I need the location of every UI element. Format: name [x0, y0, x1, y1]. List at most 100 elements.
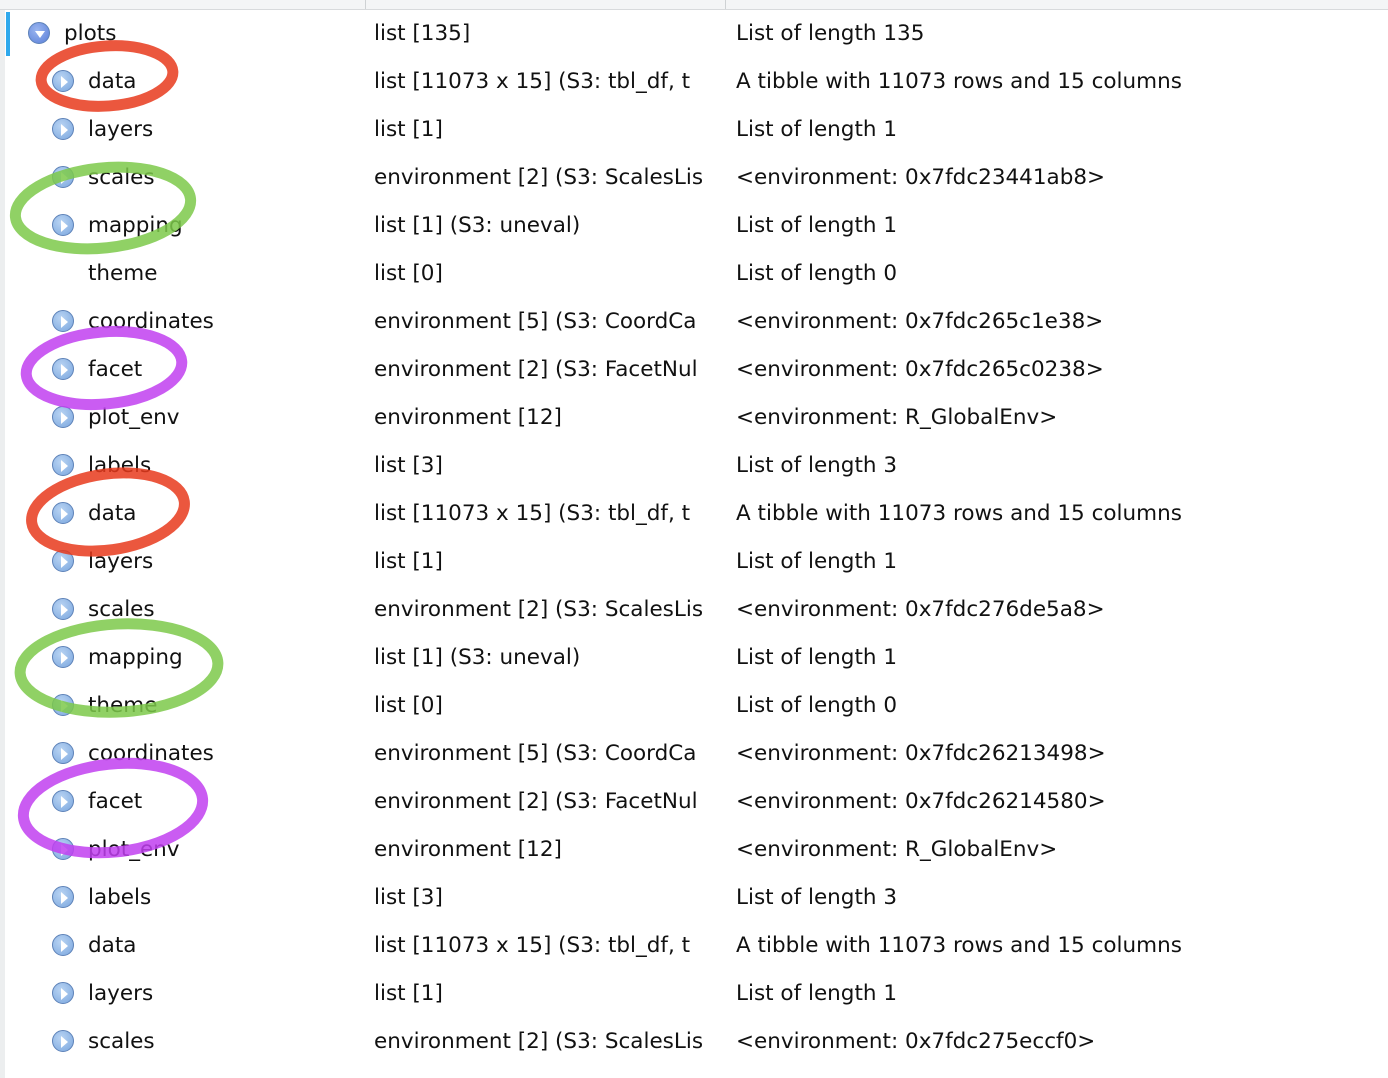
expand-icon[interactable]: [52, 406, 74, 428]
row-value: <environment: 0x7fdc265c0238>: [736, 357, 1104, 382]
expand-icon[interactable]: [52, 502, 74, 524]
row-value: List of length 1: [736, 117, 898, 142]
row-value: List of length 135: [736, 21, 925, 46]
row-name: labels: [88, 453, 152, 478]
column-header: [0, 0, 1388, 10]
expand-icon[interactable]: [52, 694, 74, 716]
row-value: <environment: R_GlobalEnv>: [736, 837, 1058, 862]
row-type: list [1]: [374, 117, 443, 142]
row-type: environment [2] (S3: ScalesLis: [374, 1029, 704, 1054]
row-value: <environment: 0x7fdc23441ab8>: [736, 165, 1106, 190]
expand-icon[interactable]: [52, 598, 74, 620]
row-name: plot_env: [88, 837, 180, 862]
tree-row-plots[interactable]: plots list [135] List of length 135: [0, 10, 1388, 58]
row-type: environment [12]: [374, 837, 562, 862]
column-divider[interactable]: [725, 0, 726, 9]
row-value: List of length 3: [736, 885, 898, 910]
tree-row-layers[interactable]: layers list [1] List of length 1: [0, 538, 1388, 586]
row-name: layers: [88, 549, 154, 574]
tree-row-mapping[interactable]: mapping list [1] (S3: uneval) List of leng…: [0, 634, 1388, 682]
tree-row-facet[interactable]: facet environment [2] (S3: FacetNul <envir…: [0, 346, 1388, 394]
selection-indicator: [6, 12, 10, 56]
row-type: list [0]: [374, 261, 443, 286]
expand-icon[interactable]: [52, 166, 74, 188]
row-name: plot_env: [88, 405, 180, 430]
row-type: environment [5] (S3: CoordCa: [374, 309, 697, 334]
row-value: List of length 0: [736, 693, 898, 718]
row-value: List of length 1: [736, 549, 898, 574]
tree-row-plot-env[interactable]: plot_env environment [12] <environment: R_…: [0, 826, 1388, 874]
collapse-icon[interactable]: [28, 22, 50, 44]
row-name: labels: [88, 885, 152, 910]
row-name: scales: [88, 597, 155, 622]
row-type: environment [2] (S3: FacetNul: [374, 789, 698, 814]
row-value: List of length 1: [736, 213, 898, 238]
expand-icon[interactable]: [52, 550, 74, 572]
expand-icon[interactable]: [52, 790, 74, 812]
row-name: mapping: [88, 645, 183, 670]
expand-icon[interactable]: [52, 214, 74, 236]
row-name: facet: [88, 357, 143, 382]
row-name: scales: [88, 165, 155, 190]
row-type: list [3]: [374, 453, 443, 478]
expand-icon[interactable]: [52, 118, 74, 140]
expand-icon[interactable]: [52, 838, 74, 860]
expand-icon[interactable]: [52, 1030, 74, 1052]
expand-icon[interactable]: [52, 742, 74, 764]
row-type: list [1] (S3: uneval): [374, 645, 581, 670]
expand-icon[interactable]: [52, 934, 74, 956]
column-divider[interactable]: [365, 0, 366, 9]
expand-icon[interactable]: [52, 454, 74, 476]
tree-row-theme[interactable]: theme list [0] List of length 0: [0, 250, 1388, 298]
row-type: list [11073 x 15] (S3: tbl_df, t: [374, 69, 691, 94]
row-type: list [1]: [374, 981, 443, 1006]
row-type: list [11073 x 15] (S3: tbl_df, t: [374, 501, 691, 526]
row-name: plots: [64, 21, 117, 46]
expand-icon[interactable]: [52, 358, 74, 380]
tree-row-layers[interactable]: layers list [1] List of length 1: [0, 106, 1388, 154]
row-value: List of length 0: [736, 261, 898, 286]
row-name: layers: [88, 981, 154, 1006]
row-value: List of length 1: [736, 645, 898, 670]
expand-icon[interactable]: [52, 646, 74, 668]
row-type: environment [5] (S3: CoordCa: [374, 741, 697, 766]
expand-icon[interactable]: [52, 70, 74, 92]
tree-row-scales[interactable]: scales environment [2] (S3: ScalesLis <env…: [0, 154, 1388, 202]
expand-icon[interactable]: [52, 982, 74, 1004]
tree-row-coordinates[interactable]: coordinates environment [5] (S3: CoordCa <…: [0, 730, 1388, 778]
row-type: list [0]: [374, 693, 443, 718]
row-name: facet: [88, 789, 143, 814]
row-type: list [135]: [374, 21, 471, 46]
row-name: theme: [88, 693, 158, 718]
row-value: List of length 1: [736, 981, 898, 1006]
row-name: data: [88, 69, 137, 94]
row-type: environment [2] (S3: FacetNul: [374, 357, 698, 382]
row-name: data: [88, 501, 137, 526]
tree-row-layers[interactable]: layers list [1] List of length 1: [0, 970, 1388, 1018]
row-type: environment [12]: [374, 405, 562, 430]
tree-row-theme[interactable]: theme list [0] List of length 0: [0, 682, 1388, 730]
row-value: <environment: 0x7fdc26213498>: [736, 741, 1106, 766]
row-value: <environment: R_GlobalEnv>: [736, 405, 1058, 430]
row-value: <environment: 0x7fdc275eccf0>: [736, 1029, 1096, 1054]
expand-icon[interactable]: [52, 310, 74, 332]
row-type: environment [2] (S3: ScalesLis: [374, 165, 704, 190]
row-type: list [1]: [374, 549, 443, 574]
row-name: layers: [88, 117, 154, 142]
row-name: coordinates: [88, 741, 214, 766]
row-name: theme: [88, 261, 158, 286]
expand-icon[interactable]: [52, 886, 74, 908]
tree-row-plot-env[interactable]: plot_env environment [12] <environment: R_…: [0, 394, 1388, 442]
row-value: A tibble with 11073 rows and 15 columns: [736, 933, 1182, 958]
row-name: coordinates: [88, 309, 214, 334]
